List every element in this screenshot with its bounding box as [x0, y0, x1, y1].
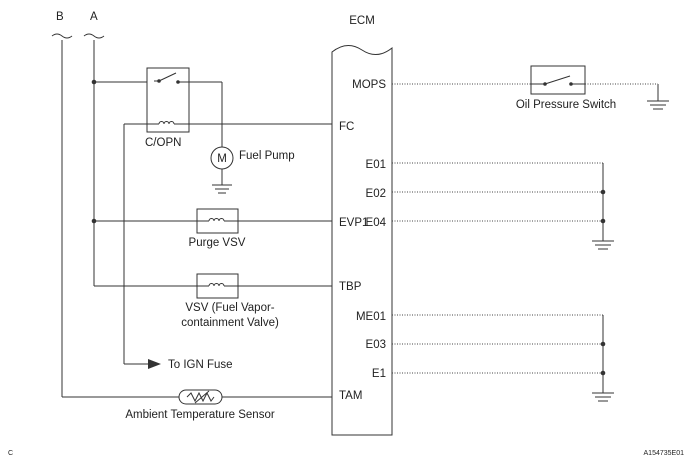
pin-e01: E01 — [366, 159, 386, 171]
oil-switch-blade — [544, 75, 571, 85]
pin-e1: E1 — [372, 368, 386, 380]
to-ign-fuse-label: To IGN Fuse — [168, 359, 233, 371]
vsv-label-line2: containment Valve) — [181, 317, 279, 329]
figure-id: A154735E01 — [644, 450, 685, 457]
ecm-title: ECM — [349, 15, 375, 27]
fuel-pump-label: Fuel Pump — [239, 150, 295, 162]
ecm-box — [331, 45, 393, 436]
corner-label: C — [8, 450, 13, 457]
pin-evp1: EVP1 — [339, 217, 368, 229]
bus-b-break — [51, 33, 73, 39]
pin-fc: FC — [339, 121, 354, 133]
pin-tbp: TBP — [339, 281, 362, 293]
junction-a-purge — [91, 218, 97, 224]
vsv-label-line1: VSV (Fuel Vapor- — [185, 302, 274, 314]
pin-e04: E04 — [366, 217, 387, 229]
pin-me01: ME01 — [356, 311, 386, 323]
copn-coil — [158, 121, 175, 125]
pin-mops: MOPS — [352, 79, 386, 91]
bus-a-break — [83, 33, 105, 39]
copn-switch-blade — [158, 72, 177, 82]
ambient-sensor-resistor — [186, 391, 215, 403]
pin-tam: TAM — [339, 390, 362, 402]
junction-a-copn — [91, 79, 97, 85]
copn-label: C/OPN — [145, 137, 181, 149]
motor-symbol: M — [217, 153, 227, 165]
pin-e02: E02 — [366, 188, 386, 200]
purge-vsv-coil — [208, 218, 225, 222]
ambient-sensor-label: Ambient Temperature Sensor — [125, 409, 275, 421]
purge-vsv-label: Purge VSV — [189, 237, 246, 249]
pin-e03: E03 — [366, 339, 386, 351]
arrow-to-ign-fuse — [148, 359, 161, 369]
vsv-coil — [208, 283, 225, 287]
bus-label-b: B — [56, 11, 64, 23]
bus-label-a: A — [90, 11, 98, 23]
oil-pressure-switch-label: Oil Pressure Switch — [516, 99, 616, 111]
